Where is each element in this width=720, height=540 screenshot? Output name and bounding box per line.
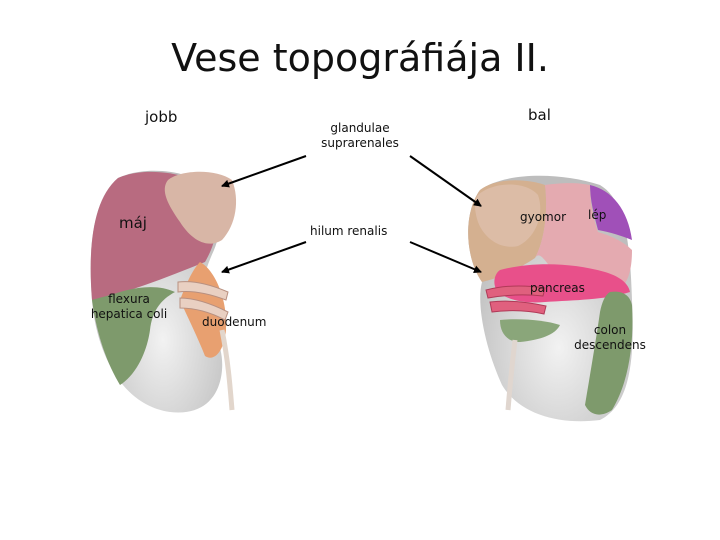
- left-renal-vessel: [485, 285, 546, 299]
- right-renal-vessel: [179, 297, 229, 321]
- left-adrenal-gland: [475, 184, 541, 247]
- arrow-to-right-adrenal: [221, 155, 307, 188]
- left-ureter: [505, 339, 518, 411]
- label-pancreas: pancreas: [530, 281, 585, 295]
- arrow-to-right-hilum: [221, 241, 307, 274]
- label-glandulae-suprarenales: glandulae suprarenales: [300, 121, 420, 151]
- label-glandulae-line2: suprarenales: [321, 136, 399, 150]
- label-lep: lép: [588, 208, 607, 222]
- arrow-to-left-adrenal: [409, 155, 482, 207]
- spleen-region: [590, 185, 632, 240]
- label-bal: bal: [528, 106, 551, 124]
- left-upper-pink-region: [535, 183, 632, 291]
- right-kidney: [90, 170, 237, 413]
- label-flexura-line2: hepatica coli: [90, 307, 168, 321]
- label-hilum-renalis: hilum renalis: [310, 224, 388, 238]
- label-gyomor: gyomor: [520, 210, 567, 224]
- arrow-to-left-hilum: [409, 241, 482, 273]
- label-flexura-line1: flexura: [108, 292, 150, 306]
- left-renal-vessel: [489, 300, 547, 315]
- right-renal-vessel: [177, 281, 229, 301]
- colon-descendens-region: [585, 291, 633, 415]
- label-maj: máj: [119, 214, 147, 232]
- slide-title: Vese topográfiája II.: [171, 36, 549, 80]
- arrows: [221, 155, 482, 274]
- label-colon-line2: descendens: [574, 338, 646, 352]
- right-adrenal-gland: [164, 171, 237, 244]
- label-colon-line1: colon: [593, 323, 627, 337]
- label-jobb: jobb: [145, 108, 178, 126]
- left-green-strip: [500, 319, 560, 342]
- right-ureter: [219, 329, 235, 411]
- label-glandulae-line1: glandulae: [330, 121, 390, 135]
- colon-flexure-region: [92, 287, 175, 385]
- label-colon-descendens: colon descendens: [568, 323, 652, 353]
- left-kidney: [468, 175, 633, 422]
- label-duodenum: duodenum: [202, 315, 267, 329]
- label-flexura-hepatica-coli: flexura hepatica coli: [84, 292, 174, 322]
